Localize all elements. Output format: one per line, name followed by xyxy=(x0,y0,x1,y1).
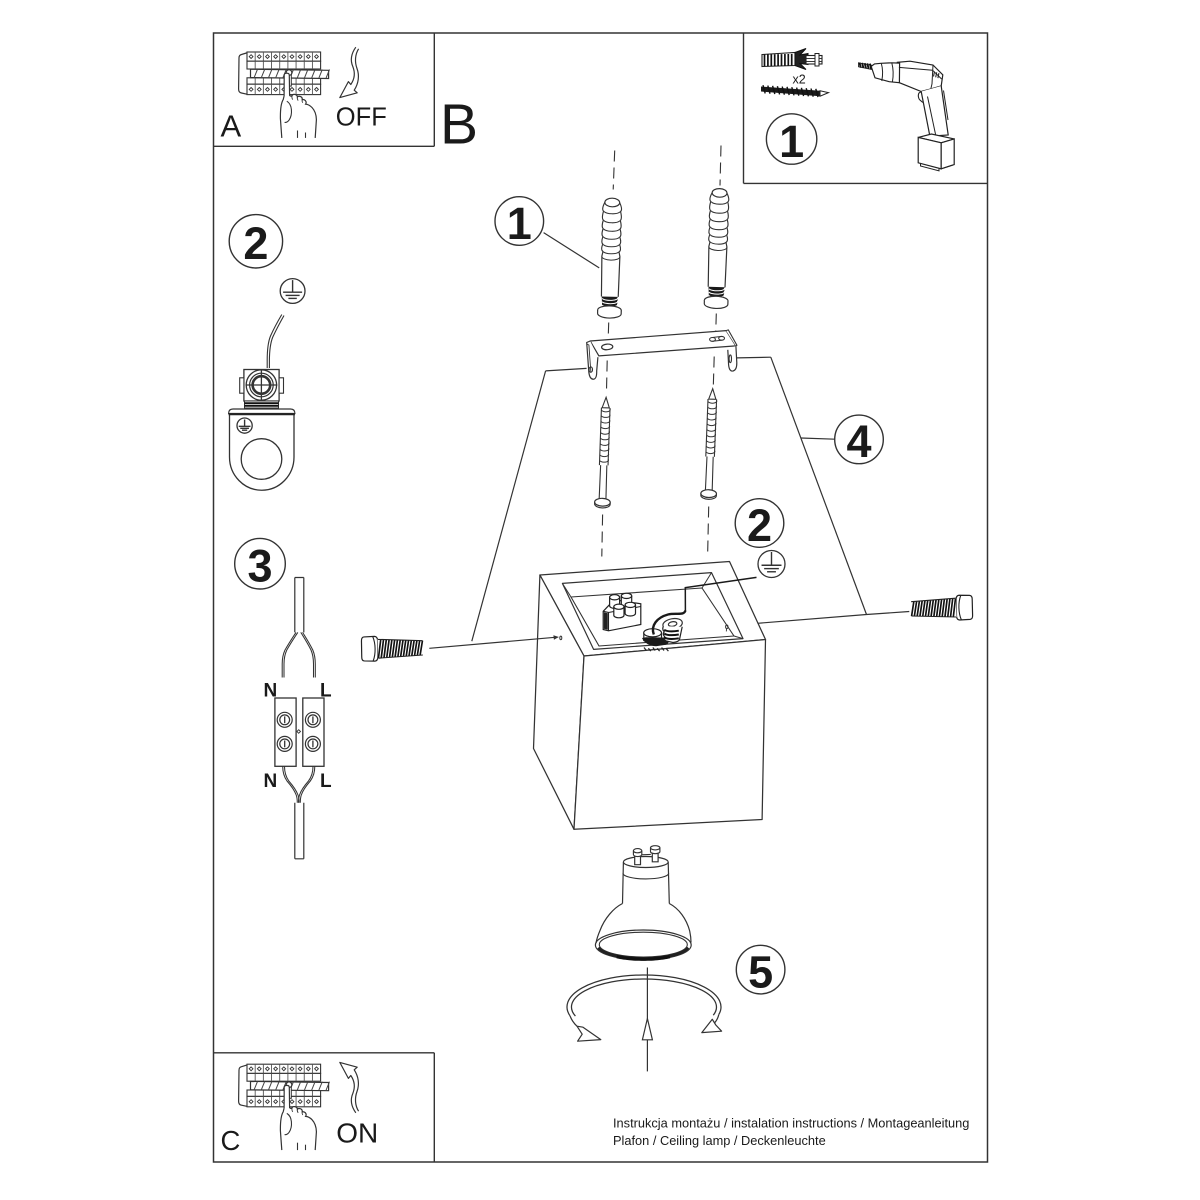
svg-text:5: 5 xyxy=(748,946,773,997)
svg-text:L: L xyxy=(320,771,332,792)
svg-text:L: L xyxy=(320,681,332,702)
svg-text:B: B xyxy=(440,93,478,157)
svg-text:1: 1 xyxy=(507,198,532,249)
svg-text:4: 4 xyxy=(846,416,871,467)
svg-text:2: 2 xyxy=(747,500,772,551)
svg-text:Instrukcja montażu / instalati: Instrukcja montażu / instalation instruc… xyxy=(613,1116,969,1131)
svg-text:N: N xyxy=(264,681,278,702)
svg-text:3: 3 xyxy=(247,540,272,591)
svg-text:x2: x2 xyxy=(793,73,806,87)
svg-text:ON: ON xyxy=(336,1118,378,1149)
svg-text:N: N xyxy=(264,771,278,792)
svg-text:C: C xyxy=(221,1125,241,1156)
svg-text:A: A xyxy=(221,108,242,143)
svg-text:1: 1 xyxy=(779,116,804,167)
svg-text:Plafon / Ceiling lamp / Decken: Plafon / Ceiling lamp / Deckenleuchte xyxy=(613,1133,826,1148)
svg-text:2: 2 xyxy=(243,218,268,269)
svg-text:OFF: OFF xyxy=(336,103,387,131)
